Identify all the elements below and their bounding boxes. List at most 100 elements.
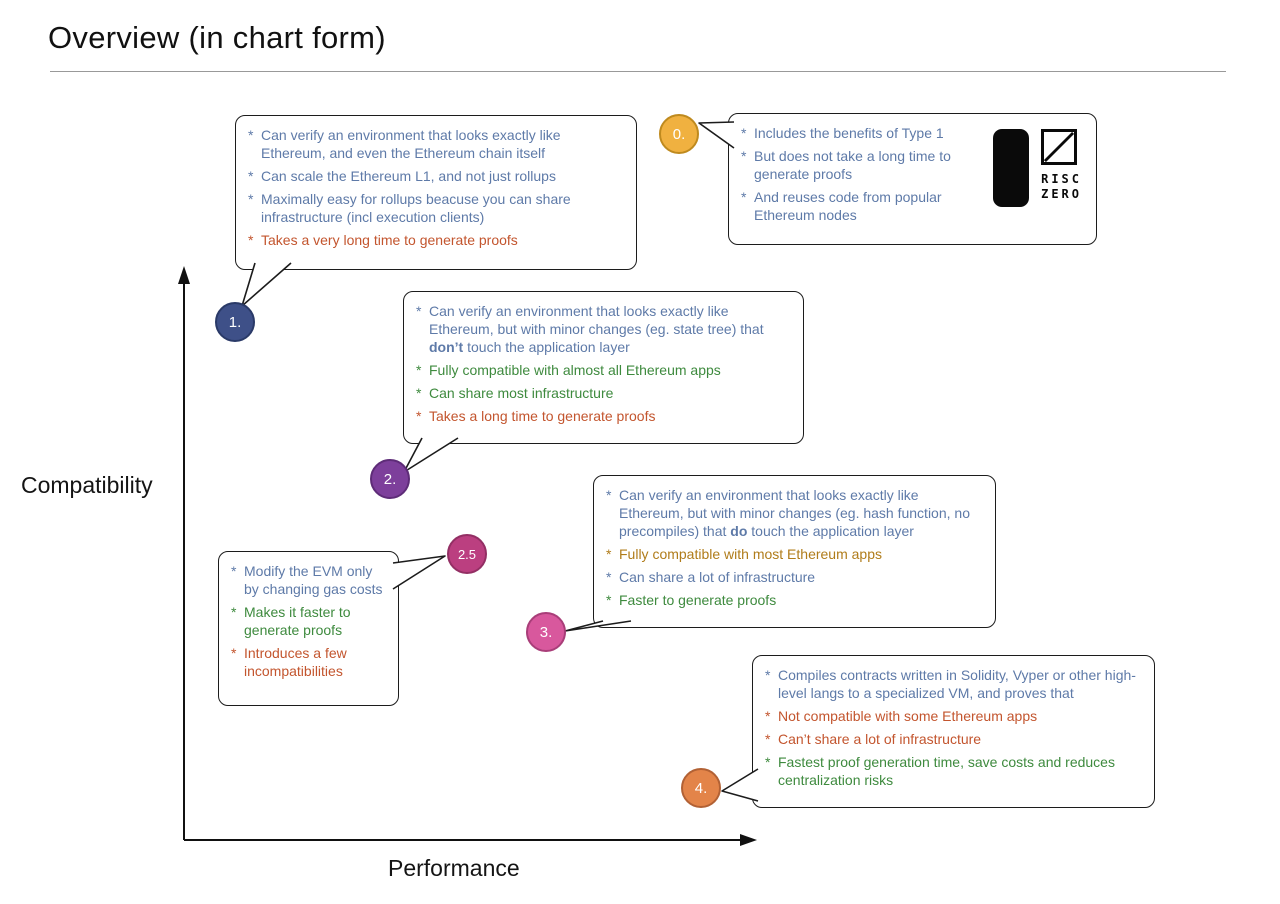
bullet-marker: *	[765, 667, 771, 683]
point-label: 1.	[228, 313, 242, 331]
point-label: 3.	[539, 623, 553, 641]
bullet-text: And reuses code from popular Ethereum no…	[754, 189, 942, 223]
bullet-text: Modify the EVM only by changing gas cost…	[244, 563, 383, 597]
callout-items: * Includes the benefits of Type 1 * But doe…	[741, 124, 985, 234]
point-2: 2.	[370, 459, 410, 499]
bullet-text: Can’t share a lot of infrastructure	[778, 731, 982, 747]
bullet-item: * Maximally easy for rollups beacuse you …	[248, 190, 624, 226]
callout-items: * Modify the EVM only by changing gas cos…	[231, 562, 386, 680]
bullet-item: * Can’t share a lot of infrastructure	[765, 730, 1142, 748]
bullet-marker: *	[416, 408, 422, 424]
bullet-text: Includes the benefits of Type 1	[754, 125, 944, 141]
bullet-text: Makes it faster to generate proofs	[244, 604, 351, 638]
bullet-marker: *	[231, 604, 237, 620]
bullet-marker: *	[248, 127, 254, 143]
bullet-marker: *	[416, 303, 422, 319]
bullet-text: Fastest proof generation time, save cost…	[778, 754, 1115, 788]
point-label: 2.5	[457, 546, 477, 562]
bullet-item: * And reuses code from popular Ethereum n…	[741, 188, 985, 224]
bullet-item: * Not compatible with some Ethereum apps	[765, 707, 1142, 725]
bullet-marker: *	[248, 168, 254, 184]
callout-items: * Can verify an environment that looks ex…	[248, 126, 624, 249]
callout-type-2-5: * Modify the EVM only by changing gas cos…	[218, 551, 399, 706]
bullet-item: * Takes a long time to generate proofs	[416, 407, 791, 425]
bullet-item: * Can scale the Ethereum L1, and not just…	[248, 167, 624, 185]
point-label: 4.	[694, 779, 708, 797]
bullet-marker: *	[765, 708, 771, 724]
risc-zero-square-icon	[1041, 129, 1078, 165]
bullet-item: * Can verify an environment that looks ex…	[248, 126, 624, 162]
callout-type-1: * Can verify an environment that looks ex…	[235, 115, 637, 270]
bullet-text: Compiles contracts written in Solidity, …	[778, 667, 1136, 701]
point-0: 0.	[659, 114, 699, 154]
bullet-item: * Makes it faster to generate proofs	[231, 603, 386, 639]
callout-items: * Can verify an environment that looks ex…	[606, 486, 983, 609]
bullet-text: Can share a lot of infrastructure	[619, 569, 816, 585]
bullet-marker: *	[606, 592, 612, 608]
bullet-text: Can share most infrastructure	[429, 385, 614, 401]
bullet-item: * Can share most infrastructure	[416, 384, 791, 402]
bullet-item: * Fully compatible with most Ethereum app…	[606, 545, 983, 563]
point-1: 1.	[215, 302, 255, 342]
callout-type-0: * Includes the benefits of Type 1 * But doe…	[728, 113, 1097, 245]
y-axis-arrowhead-icon	[178, 266, 190, 284]
bullet-text: But does not take a long time to generat…	[754, 148, 951, 182]
bullet-item: * Fastest proof generation time, save cos…	[765, 753, 1142, 789]
bullet-item: * Compiles contracts written in Solidity,…	[765, 666, 1142, 702]
callout-type-3: * Can verify an environment that looks ex…	[593, 475, 996, 628]
bullet-marker: *	[231, 563, 237, 579]
bullet-marker: *	[741, 148, 747, 164]
bullet-text: Can scale the Ethereum L1, and not just …	[261, 168, 556, 184]
bullet-marker: *	[416, 362, 422, 378]
bullet-marker: *	[765, 754, 771, 770]
page-title: Overview (in chart form)	[48, 20, 386, 55]
point-3: 3.	[526, 612, 566, 652]
bullet-marker: *	[231, 645, 237, 661]
bullet-marker: *	[248, 232, 254, 248]
callout-items: * Compiles contracts written in Solidity,…	[765, 666, 1142, 789]
bullet-marker: *	[606, 487, 612, 503]
bullet-text: Maximally easy for rollups beacuse you c…	[261, 191, 571, 225]
bullet-text: Can verify an environment that looks exa…	[429, 303, 764, 355]
bullet-item: *Faster to generate proofs	[606, 591, 983, 609]
bullet-item: * Takes a very long time to generate proo…	[248, 231, 624, 249]
bullet-marker: *	[606, 569, 612, 585]
point-4: 4.	[681, 768, 721, 808]
bullet-text: Takes a long time to generate proofs	[429, 408, 656, 424]
point-label: 0.	[672, 125, 686, 143]
bullet-item: * Modify the EVM only by changing gas cos…	[231, 562, 386, 598]
bullet-text: Not compatible with some Ethereum apps	[778, 708, 1038, 724]
callout-items: * Can verify an environment that looks ex…	[416, 302, 791, 425]
bullet-text: Can verify an environment that looks exa…	[261, 127, 561, 161]
bullet-marker: *	[416, 385, 422, 401]
bullet-text: Takes a very long time to generate proof…	[261, 232, 518, 248]
bullet-marker: *	[741, 189, 747, 205]
bullet-item: * Introduces a few incompatibilities	[231, 644, 386, 680]
bullet-text: Introduces a few incompatibilities	[244, 645, 347, 679]
bullet-marker: *	[248, 191, 254, 207]
point-label: 2.	[383, 470, 397, 488]
bullet-marker: *	[741, 125, 747, 141]
bullet-text: Fully compatible with almost all Ethereu…	[429, 362, 721, 378]
risc-zero-bar-icon	[993, 129, 1030, 207]
bullet-item: * Includes the benefits of Type 1	[741, 124, 985, 142]
bullet-item: * Can verify an environment that looks ex…	[606, 486, 983, 540]
bullet-text: Can verify an environment that looks exa…	[619, 487, 970, 539]
callout-type-4: * Compiles contracts written in Solidity,…	[752, 655, 1155, 808]
bullet-item: * But does not take a long time to genera…	[741, 147, 985, 183]
bullet-marker: *	[765, 731, 771, 747]
point-2-5: 2.5	[447, 534, 487, 574]
x-axis-arrowhead-icon	[740, 834, 757, 846]
x-axis-label: Performance	[388, 855, 520, 881]
bullet-text: Fully compatible with most Ethereum apps	[619, 546, 882, 562]
bullet-item: * Can share a lot of infrastructure	[606, 568, 983, 586]
y-axis-label: Compatibility	[21, 472, 153, 498]
bullet-marker: *	[606, 546, 612, 562]
title-divider	[50, 71, 1226, 72]
bullet-item: * Fully compatible with almost all Ethere…	[416, 361, 791, 379]
